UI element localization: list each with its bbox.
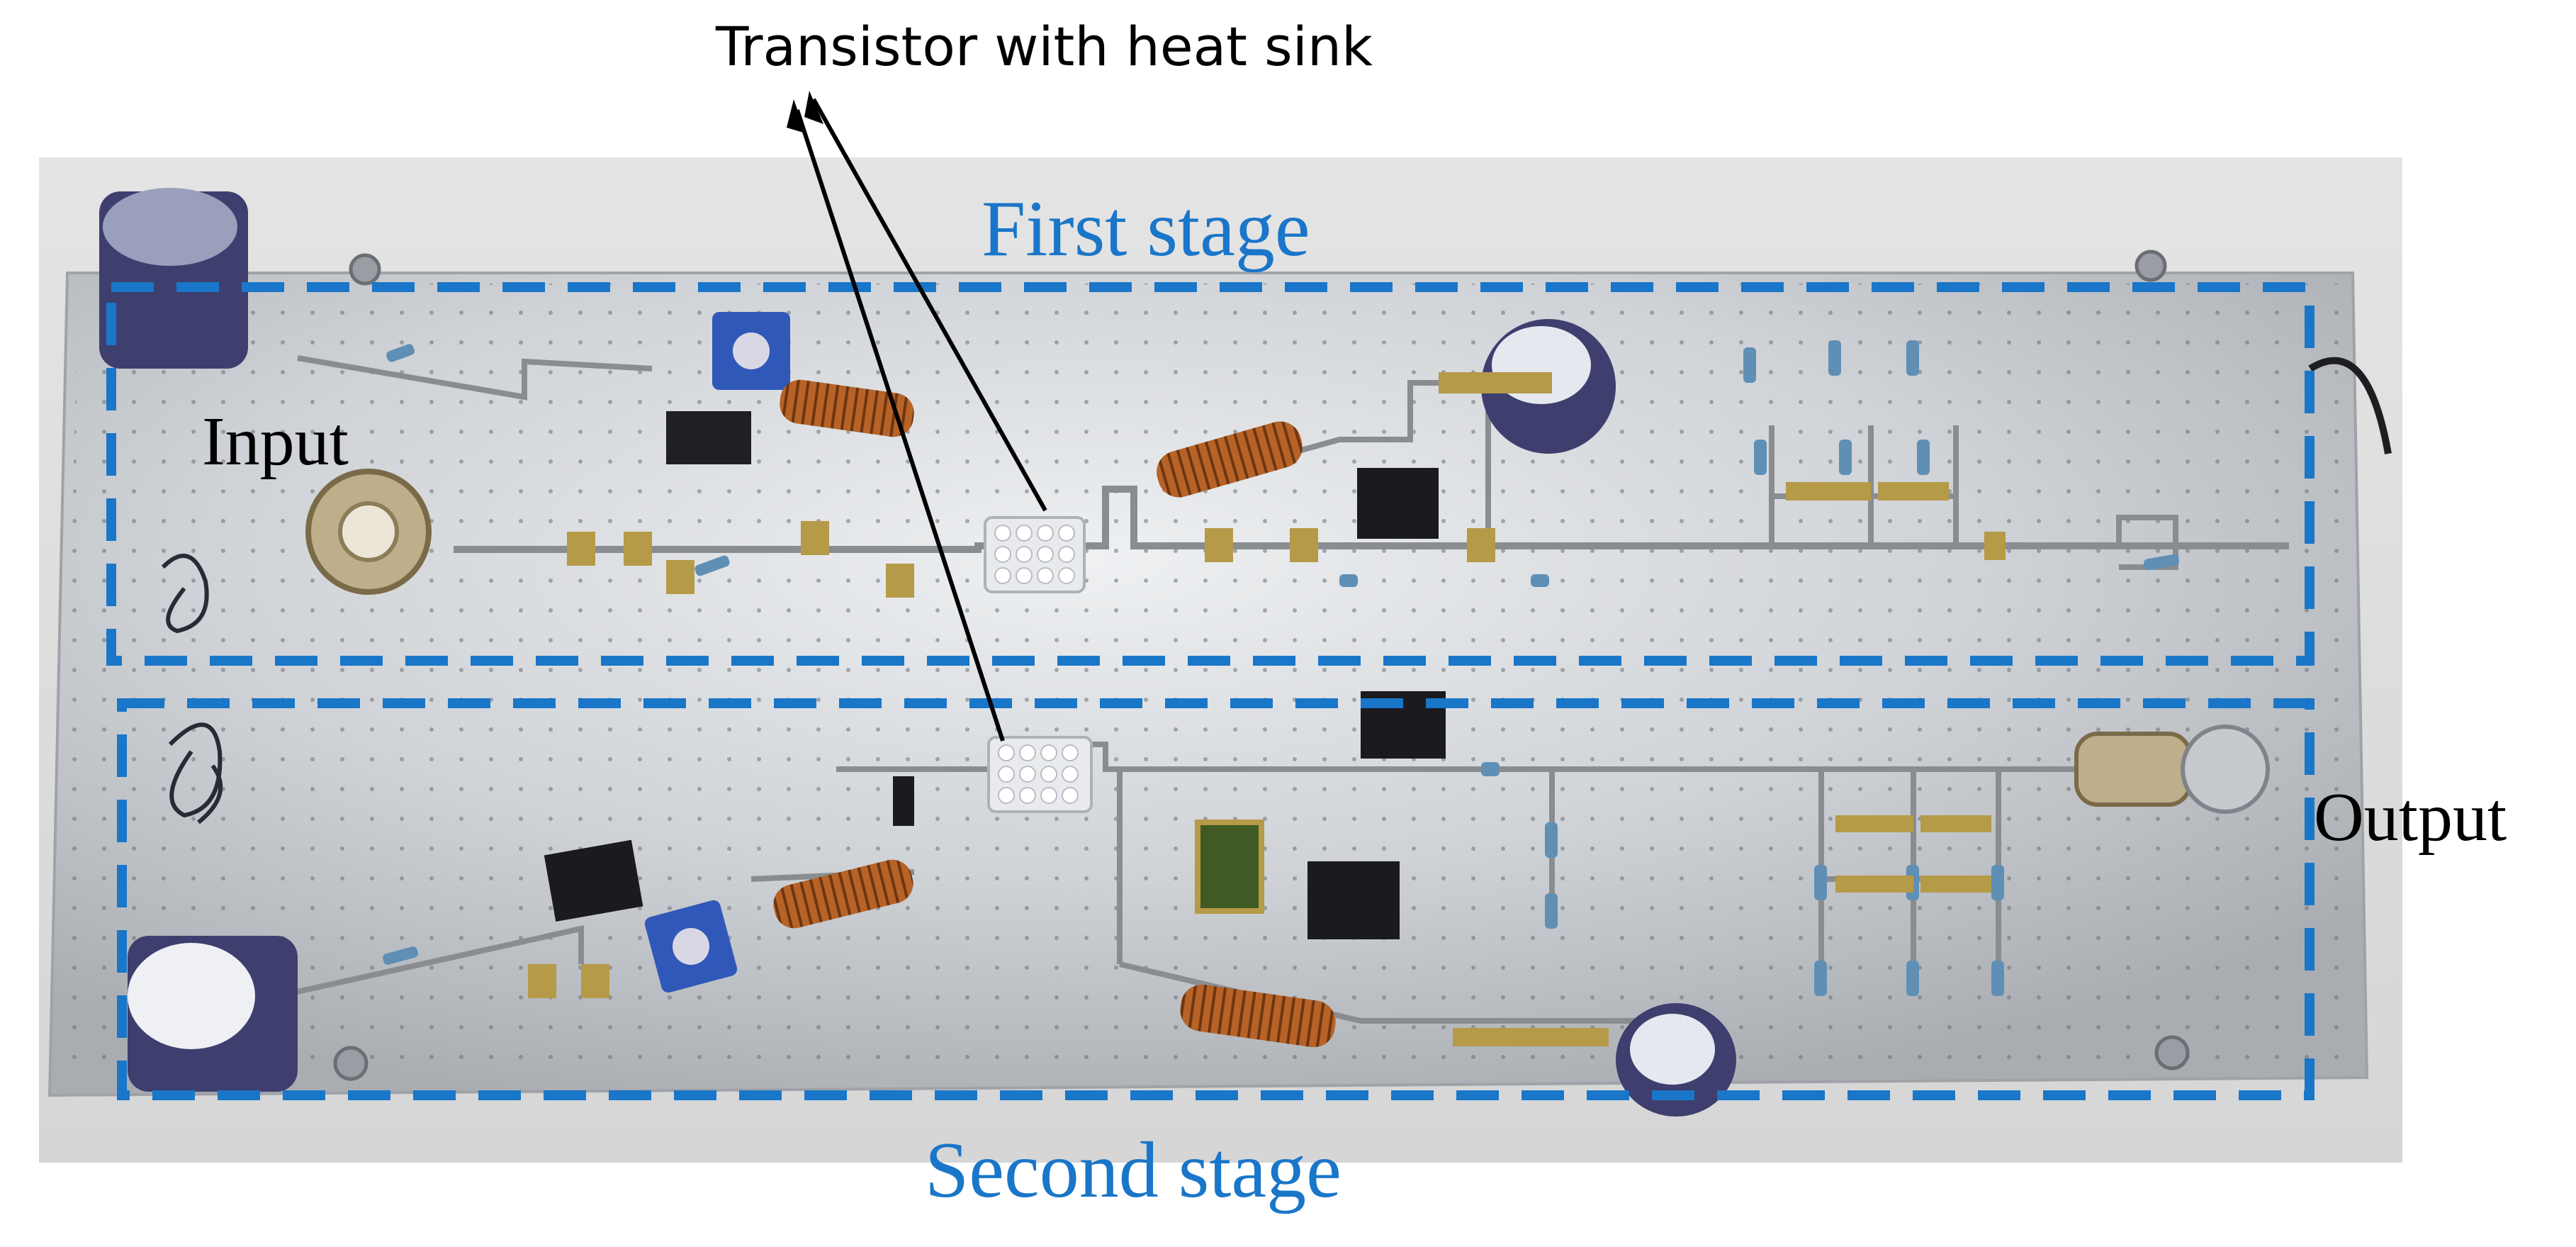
first-stage-label: First stage bbox=[982, 185, 1310, 273]
hole-grid bbox=[60, 284, 2356, 1085]
first-stage-box bbox=[106, 282, 2315, 666]
arrow-line-first bbox=[811, 98, 1047, 512]
power-transistor bbox=[1307, 861, 1400, 939]
standoff bbox=[349, 253, 381, 286]
capacitor-top bbox=[128, 943, 255, 1049]
regulator-ic bbox=[666, 411, 751, 464]
annotation-arrows bbox=[795, 98, 1047, 742]
heat-sink-label: Transistor with heat sink bbox=[715, 15, 1373, 78]
trace bbox=[454, 486, 2289, 553]
second-stage-box bbox=[117, 698, 2315, 1100]
pads bbox=[567, 372, 2006, 598]
bnc-input-connector-inner bbox=[338, 501, 399, 562]
cable bbox=[2308, 357, 2392, 454]
standoff bbox=[2154, 1035, 2190, 1070]
resistors bbox=[383, 762, 2004, 996]
small-black-component bbox=[893, 776, 914, 826]
output-label: Output bbox=[2314, 779, 2507, 856]
input-label: Input bbox=[202, 403, 349, 480]
standoff bbox=[333, 1046, 369, 1081]
pads bbox=[528, 815, 1991, 1046]
inductor bbox=[1157, 421, 1303, 498]
arrow-line-second bbox=[795, 109, 1005, 742]
trimmer-knob bbox=[673, 928, 709, 965]
output-connector bbox=[2074, 732, 2192, 807]
inductor bbox=[780, 379, 914, 437]
capacitor-top bbox=[103, 188, 237, 266]
output-connector-nut bbox=[2181, 725, 2270, 814]
heatsink-fins bbox=[998, 744, 1079, 804]
standoff bbox=[2135, 250, 2167, 282]
power-transistor bbox=[544, 839, 643, 922]
signature-scribble bbox=[161, 554, 223, 824]
heatsink-fins bbox=[994, 525, 1075, 584]
inductor bbox=[1180, 984, 1336, 1048]
power-transistor bbox=[1357, 468, 1439, 539]
inductor bbox=[773, 859, 913, 929]
first-stage-circuit bbox=[99, 188, 2392, 598]
capacitor-top bbox=[1630, 1014, 1715, 1085]
arrow-head-second bbox=[787, 99, 806, 133]
arrow-head-first bbox=[804, 91, 823, 124]
green-component bbox=[1195, 820, 1264, 914]
second-stage-circuit bbox=[128, 250, 2270, 1117]
second-stage-label: Second stage bbox=[925, 1126, 1342, 1214]
resistors bbox=[386, 340, 2180, 587]
trimmer-knob bbox=[733, 332, 770, 369]
